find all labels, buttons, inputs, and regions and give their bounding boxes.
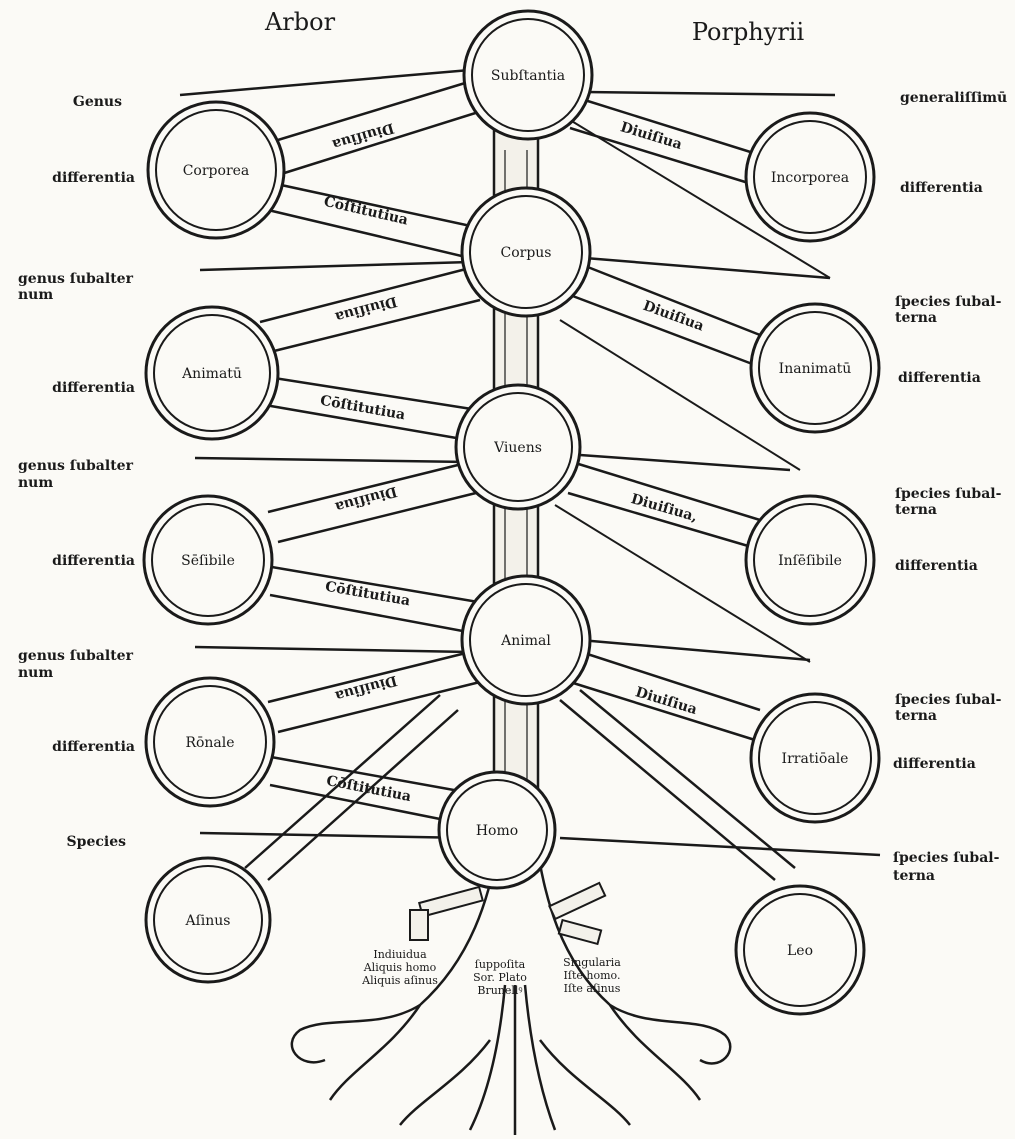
left-side-label: num <box>18 665 53 681</box>
insensibile-node: Inſēſibile <box>744 494 876 626</box>
band-connectors <box>244 78 796 881</box>
band-label-diuisiua: Diuiſiua <box>333 293 399 325</box>
left-side-label: num <box>18 475 53 491</box>
left-side-label: num <box>18 287 53 303</box>
root-label-left: Aliquis aſinus <box>361 974 438 987</box>
root-label-left: Indiuidua <box>373 948 427 961</box>
node-inner-ring <box>469 583 583 697</box>
right-side-label: terna <box>893 868 935 884</box>
root-label-right: Iſte homo. <box>564 969 621 982</box>
root-label-center: Sor. Plato <box>473 971 527 984</box>
roots <box>290 834 732 1135</box>
node-inner-ring <box>469 195 583 309</box>
node-label: Sēſibile <box>181 553 235 569</box>
node-inner-ring <box>753 503 867 617</box>
left-side-labels: Genus differentia genus ſubalter num dif… <box>18 94 135 850</box>
root-label-center: ſuppoſita <box>475 958 526 971</box>
left-side-label: differentia <box>52 553 135 569</box>
sensibile-node: Sēſibile <box>142 494 274 626</box>
band-label-diuisiua-right: Diuiſiua <box>618 119 683 153</box>
corporea-node: Corporea <box>146 100 286 240</box>
node-inner-ring <box>743 893 857 1007</box>
node-label: Leo <box>787 943 813 959</box>
node-label: Inſēſibile <box>778 553 842 569</box>
node-inner-ring <box>151 503 265 617</box>
left-side-label: Genus <box>73 94 122 110</box>
asinus-node: Aſinus <box>144 856 272 984</box>
node-label: Subſtantia <box>491 68 565 84</box>
node-label: Corporea <box>183 163 250 179</box>
right-side-label: differentia <box>900 180 983 196</box>
node-inner-ring <box>153 314 271 432</box>
root-label-right: Iſte aſinus <box>564 982 621 995</box>
node-label: Aſinus <box>185 913 231 929</box>
title-arbor: Arbor <box>264 8 336 36</box>
right-side-label: ſpecies ſubal- <box>895 692 1002 708</box>
trunk-stubs <box>409 881 607 946</box>
right-side-label: differentia <box>895 558 978 574</box>
title-porphyrii: Porphyrii <box>692 18 805 46</box>
node-label: Homo <box>476 823 518 839</box>
node-label: Viuens <box>493 440 542 456</box>
right-side-label: ſpecies ſubal- <box>895 294 1002 310</box>
left-side-label: genus ſubalter <box>18 271 134 287</box>
right-side-label: ſpecies ſubal- <box>893 850 1000 866</box>
rationale-node: Rōnale <box>144 676 276 808</box>
node-inner-ring <box>446 779 548 881</box>
right-side-label: differentia <box>898 370 981 386</box>
node-inner-ring <box>155 109 277 231</box>
node-inner-ring <box>463 392 573 502</box>
right-side-label: differentia <box>893 756 976 772</box>
substantia-node: Subſtantia <box>462 9 594 141</box>
right-side-label: terna <box>895 310 937 326</box>
node-inner-ring <box>471 18 585 132</box>
right-side-label: generaliſſimū <box>900 90 1007 106</box>
right-side-label: ſpecies ſubal- <box>895 486 1002 502</box>
incorporea-node: Incorporea <box>744 111 876 243</box>
right-side-label: terna <box>895 708 937 724</box>
node-inner-ring <box>758 311 872 425</box>
node-inner-ring <box>753 120 867 234</box>
root-labels: Indiuidua Aliquis homo Aliquis aſinus ſu… <box>361 948 621 997</box>
node-label: Inanimatū <box>779 361 852 377</box>
left-side-label: genus ſubalter <box>18 458 134 474</box>
right-side-label: terna <box>895 502 937 518</box>
viuens-node: Viuens <box>454 383 582 511</box>
node-inner-ring <box>153 865 263 975</box>
diagonal-lines <box>554 119 831 663</box>
inanimatu-node: Inanimatū <box>749 302 881 434</box>
root-label-right: Singularia <box>563 956 621 969</box>
node-label: Incorporea <box>771 170 849 186</box>
left-side-label: genus ſubalter <box>18 648 134 664</box>
node-label: Animal <box>500 633 551 649</box>
left-side-label: differentia <box>52 170 135 186</box>
right-side-labels: generaliſſimū differentia ſpecies ſubal-… <box>893 90 1007 884</box>
leo-node: Leo <box>734 884 866 1016</box>
corpus-node: Corpus <box>460 186 592 318</box>
left-side-label: differentia <box>52 739 135 755</box>
left-side-label: differentia <box>52 380 135 396</box>
node-label: Rōnale <box>185 735 234 751</box>
node-inner-ring <box>758 701 872 815</box>
homo-node: Homo <box>437 770 557 890</box>
left-side-label: Species <box>67 834 127 850</box>
band-label-constitutiua: Cōſtitutiua <box>325 773 412 805</box>
node-label: Corpus <box>501 245 552 261</box>
root-label-center: Brunellꝰ <box>477 984 522 997</box>
irrationale-node: Irratiōale <box>749 692 881 824</box>
node-label: Animatū <box>181 366 242 382</box>
animatu-node: Animatū <box>144 305 280 441</box>
animal-node: Animal <box>460 574 592 706</box>
band-label-diuisiua-right: Diuiſiua <box>641 298 706 335</box>
node-label: Irratiōale <box>782 751 849 767</box>
root-label-left: Aliquis homo <box>363 961 437 974</box>
node-inner-ring <box>153 685 267 799</box>
rule-lines <box>179 68 881 857</box>
band-label-constitutiua: Cōſtitutiua <box>322 194 409 229</box>
